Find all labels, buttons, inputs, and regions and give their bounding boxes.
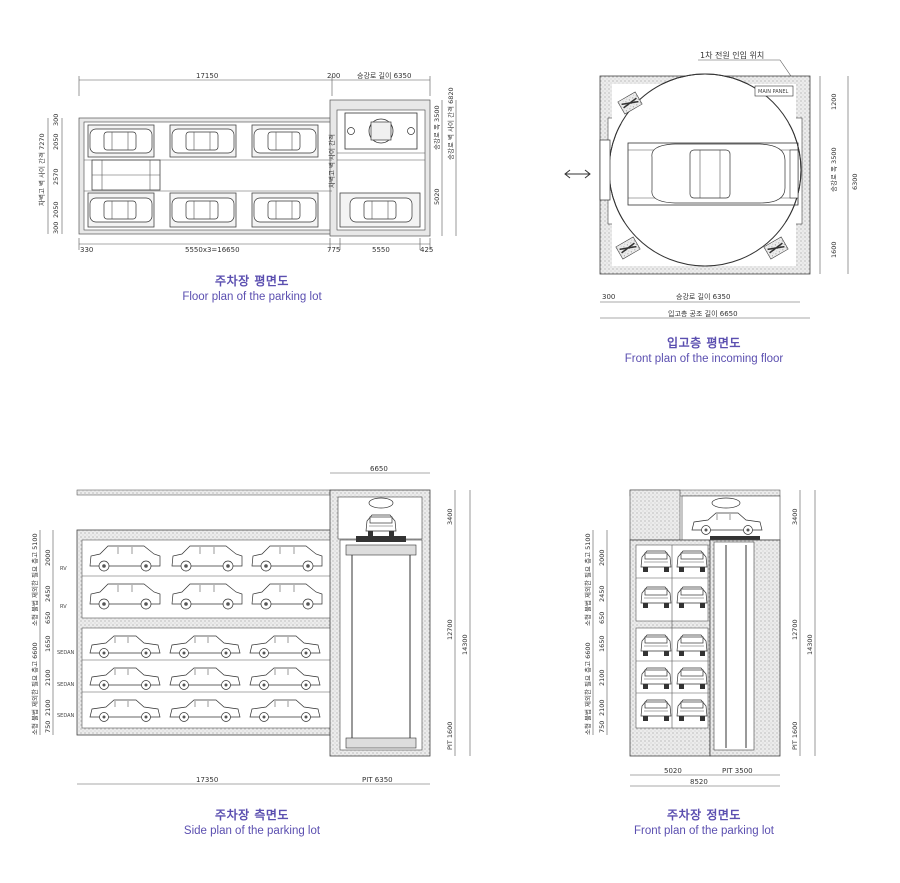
dim-left-300b: 300: [52, 222, 60, 234]
side-dim-left-2100b: 2100: [44, 699, 52, 716]
dim-bottom-end: 425: [420, 246, 433, 254]
side-dim-left-2000: 2000: [44, 549, 52, 566]
side-row-tag-rv-1: RV: [60, 566, 67, 572]
floor-plan-caption-en: Floor plan of the parking lot: [182, 291, 322, 303]
side-dim-left-2100a: 2100: [44, 669, 52, 686]
side-dim-left-label1: 소형 불법 제외한 필요 층고 5100: [30, 533, 39, 626]
front-dim-right-12700: 12700: [791, 619, 799, 640]
front-plan-caption: 주차장 정면도 Front plan of the parking lot: [604, 806, 804, 837]
side-plan-drawing: 6650 RV RV SEDAN SEDAN SEDAN: [30, 465, 471, 785]
side-dim-left-750: 750: [44, 721, 52, 733]
front-dim-right-14300: 14300: [806, 634, 814, 655]
side-dim-right-pit: PIT 1600: [446, 722, 454, 750]
side-dim-left-650: 650: [44, 612, 52, 624]
front-dim-left-2100b: 2100: [598, 699, 606, 716]
power-entry-label: 1차 전원 인입 위치: [700, 50, 764, 60]
floor-plan-caption: 주차장 평면도 Floor plan of the parking lot: [152, 272, 352, 303]
dim-left-2050b: 2050: [52, 201, 60, 218]
dim-right-1200: 1200: [830, 93, 838, 110]
incoming-plan-drawing: 1차 전원 인입 위치 MAIN PANEL 1200 승강로: [564, 50, 859, 319]
side-dim-right-14300: 14300: [461, 634, 469, 655]
front-dim-right-pit: PIT 1600: [791, 722, 799, 750]
dim-mid-label: 차벽고 벽 사이 간격: [327, 134, 336, 188]
dim-top-right: 승강로 길이 6350: [357, 71, 411, 80]
side-plan-caption: 주차장 측면도 Side plan of the parking lot: [152, 806, 352, 837]
dim-left-300a: 300: [52, 114, 60, 126]
dim-left-2050a: 2050: [52, 133, 60, 150]
side-row-tag-rv-2: RV: [60, 604, 67, 610]
front-dim-left-2100a: 2100: [598, 669, 606, 686]
side-dim-right-3400: 3400: [446, 508, 454, 525]
dim-right-1600: 1600: [830, 241, 838, 258]
main-panel-label: MAIN PANEL: [758, 89, 789, 95]
dim-bottom-right: 5550: [372, 246, 390, 254]
dim-right-6300: 6300: [851, 173, 859, 190]
side-row-tag-sedan-1: SEDAN: [57, 650, 75, 656]
incoming-plan-caption: 입고층 평면도 Front plan of the incoming floor: [604, 334, 804, 365]
incoming-plan-caption-en: Front plan of the incoming floor: [624, 353, 784, 365]
dim-bottom-775: 775: [327, 246, 340, 254]
front-dim-left-label2: 소형 불법 제외한 필요 층고 6600: [583, 642, 592, 735]
dim-right-6820: 승강로 벽 사이 간격 6820: [446, 87, 455, 160]
dim-right-3500: 승강로 폭 3500: [432, 105, 441, 150]
dim-top-gap: 200: [327, 72, 340, 80]
dim-bottom-6350: 승강로 길이 6350: [676, 292, 730, 301]
front-dim-right-3400: 3400: [791, 508, 799, 525]
dim-bottom-mid: 5550x3=16650: [185, 246, 240, 254]
side-dim-top-6650: 6650: [370, 465, 388, 473]
front-plan-drawing: 3400 12700 14300 PIT 1600 5020 PIT 3500 …: [583, 489, 816, 787]
incoming-plan-caption-ko: 입고층 평면도: [667, 336, 741, 350]
side-plan-caption-ko: 주차장 측면도: [215, 808, 289, 822]
front-dim-bottom-8520: 8520: [690, 778, 708, 786]
side-dim-right-12700: 12700: [446, 619, 454, 640]
front-plan-caption-en: Front plan of the parking lot: [634, 825, 774, 837]
front-dim-bottom-pit: PIT 3500: [722, 767, 753, 775]
dim-bottom-300: 300: [602, 293, 615, 301]
side-dim-bottom-17350: 17350: [196, 776, 218, 784]
side-row-tag-sedan-3: SEDAN: [57, 713, 75, 719]
front-dim-bottom-5020: 5020: [664, 767, 682, 775]
side-row-tag-sedan-2: SEDAN: [57, 682, 75, 688]
dim-bottom-6650: 입고층 공조 길이 6650: [668, 309, 738, 318]
front-dim-left-650: 650: [598, 612, 606, 624]
dim-left-2570: 2570: [52, 168, 60, 185]
dim-left-total: 차벽고 벽 사이 간격 7270: [37, 133, 46, 206]
side-dim-left-1650: 1650: [44, 635, 52, 652]
front-plan-caption-ko: 주차장 정면도: [667, 808, 741, 822]
front-dim-left-label1: 소형 불법 제외한 필요 층고 5100: [583, 533, 592, 626]
side-plan-caption-en: Side plan of the parking lot: [183, 825, 321, 837]
dim-top-total: 17150: [196, 72, 218, 80]
side-dim-left-label2: 소형 불법 제외한 필요 층고 6600: [30, 642, 39, 735]
front-dim-left-750: 750: [598, 721, 606, 733]
front-dim-left-1650: 1650: [598, 635, 606, 652]
dim-right-3500-elevator: 승강로 폭 3500: [829, 147, 838, 192]
dim-bottom-left: 330: [80, 246, 93, 254]
floor-plan-caption-ko: 주차장 평면도: [215, 274, 289, 288]
front-dim-left-2450: 2450: [598, 585, 606, 602]
dim-right-5020: 5020: [433, 188, 441, 205]
side-dim-left-2450: 2450: [44, 585, 52, 602]
front-dim-left-2000: 2000: [598, 549, 606, 566]
side-dim-bottom-pit: PIT 6350: [362, 776, 393, 784]
floor-plan-drawing: 17150 200 승강로 길이 6350: [37, 71, 457, 254]
